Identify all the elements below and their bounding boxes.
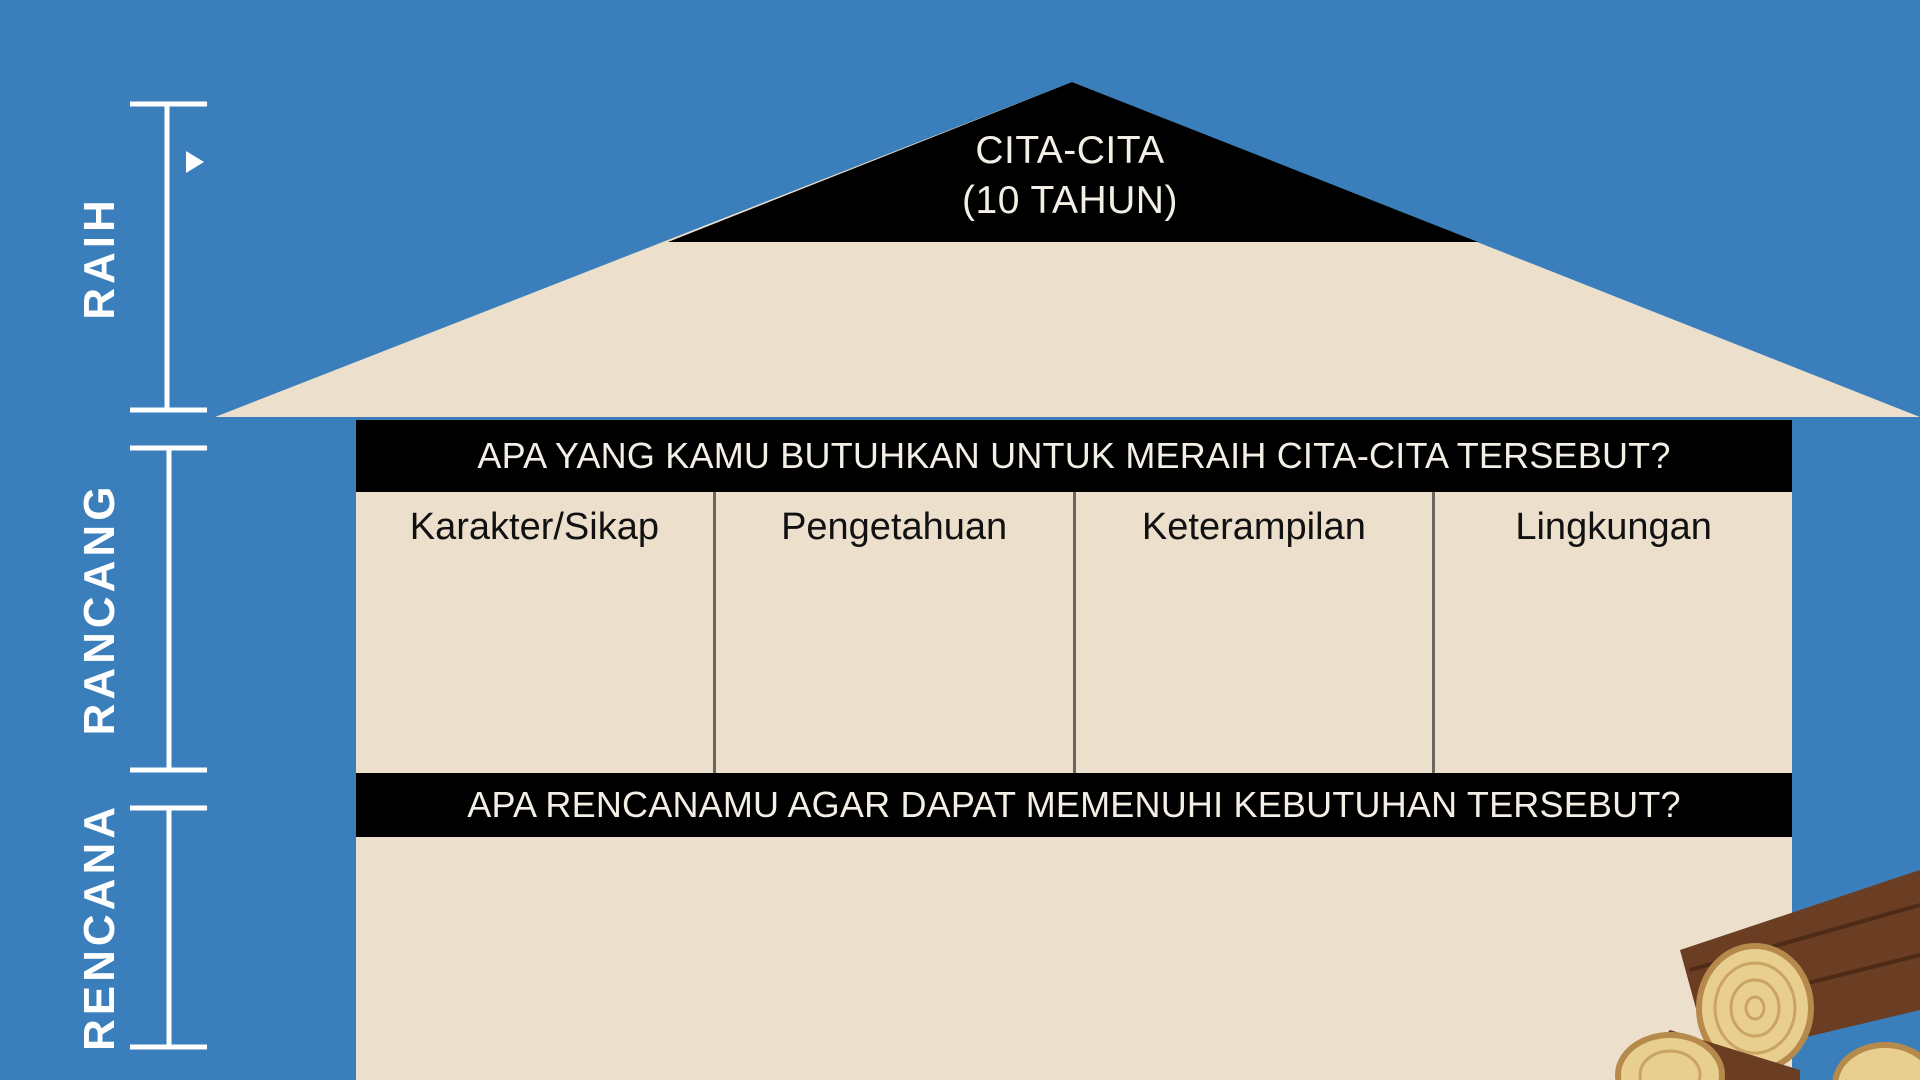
label-raih: RAIH	[75, 196, 124, 320]
section-brackets	[130, 101, 207, 1050]
play-triangle-icon	[186, 151, 204, 173]
roof-peak	[668, 82, 1478, 242]
column-label: Karakter/Sikap	[409, 506, 659, 548]
column-label: Keterampilan	[1141, 506, 1366, 548]
roof-title-line1: CITA-CITA	[975, 129, 1165, 172]
column-keterampilan[interactable]: Keterampilan	[1076, 492, 1436, 773]
plan-answer-area[interactable]	[356, 837, 1792, 1080]
house-body: APA YANG KAMU BUTUHKAN UNTUK MERAIH CITA…	[356, 420, 1792, 1080]
plan-question-bar: APA RENCANAMU AGAR DAPAT MEMENUHI KEBUTU…	[356, 773, 1792, 837]
roof-title-line2: (10 TAHUN)	[962, 179, 1178, 222]
label-rencana: RENCANA	[75, 803, 124, 1051]
roof-outer	[215, 82, 1920, 417]
column-pengetahuan[interactable]: Pengetahuan	[716, 492, 1076, 773]
bracket-rancang	[130, 445, 207, 773]
needs-columns: Karakter/Sikap Pengetahuan Keterampilan …	[356, 492, 1792, 773]
column-label: Pengetahuan	[781, 506, 1008, 548]
roof-title: CITA-CITA (10 TAHUN)	[860, 126, 1280, 226]
bracket-rencana	[130, 805, 207, 1050]
label-rancang: RANCANG	[75, 482, 124, 736]
bracket-raih	[130, 101, 207, 413]
column-karakter[interactable]: Karakter/Sikap	[356, 492, 716, 773]
wood-logs-icon	[1615, 870, 1920, 1080]
needs-question-bar: APA YANG KAMU BUTUHKAN UNTUK MERAIH CITA…	[356, 420, 1792, 492]
column-label: Lingkungan	[1515, 506, 1712, 548]
column-lingkungan[interactable]: Lingkungan	[1435, 492, 1792, 773]
